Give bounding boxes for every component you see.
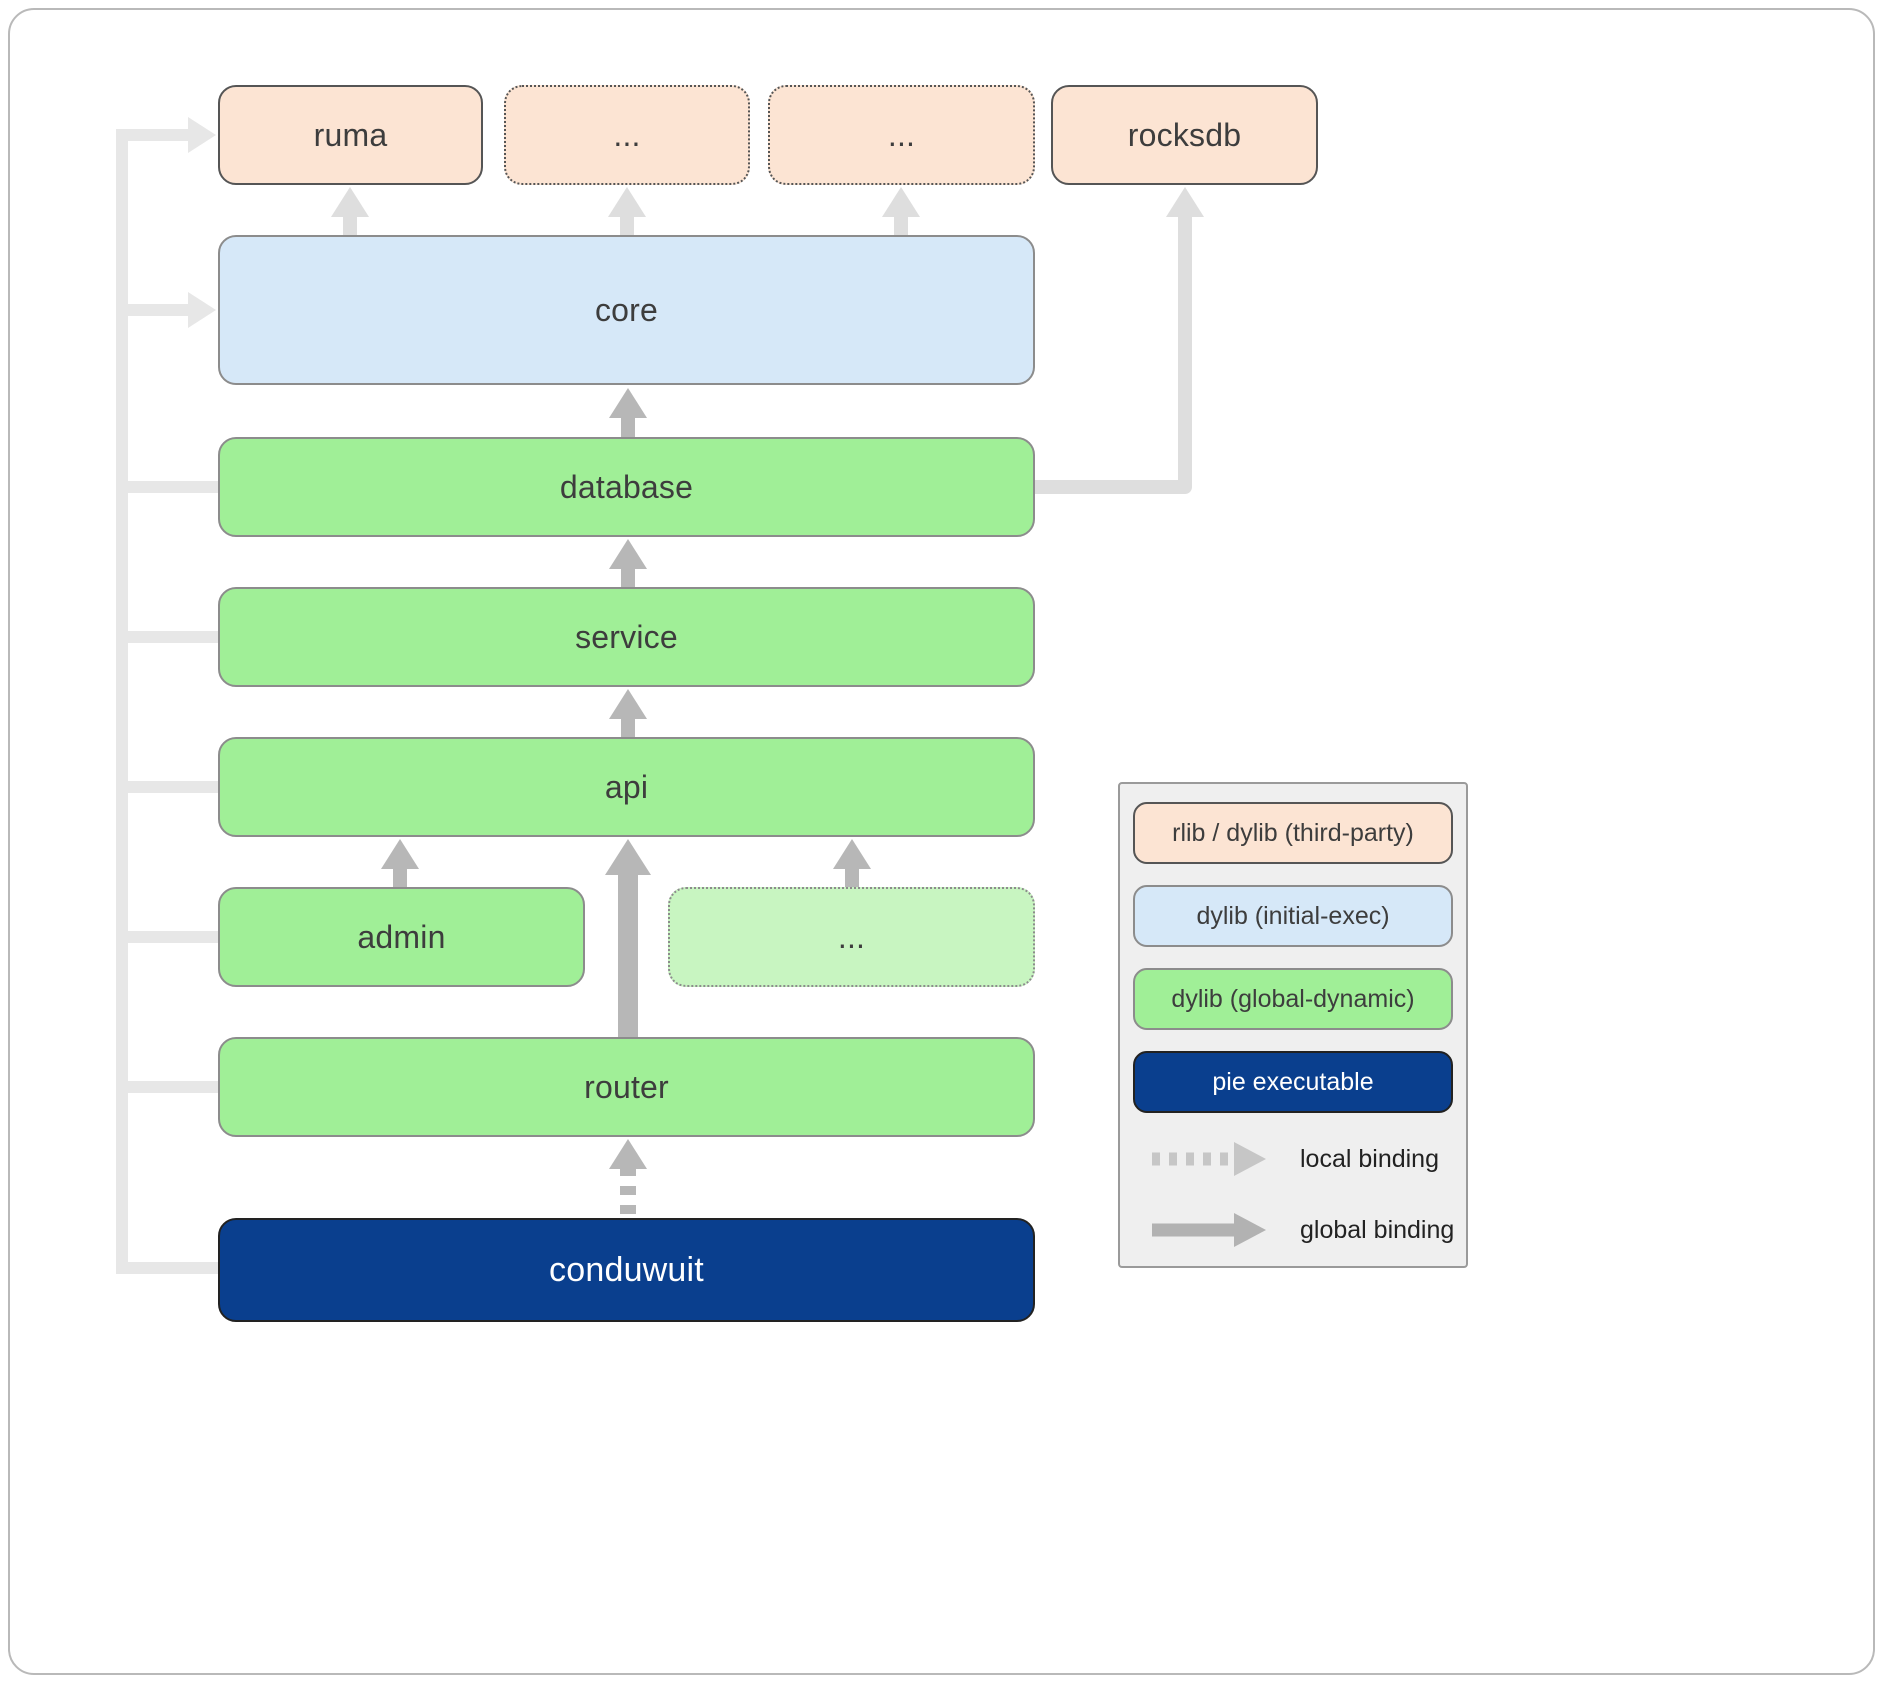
arrow-core-to-top-dots-1 (608, 187, 646, 237)
legend: rlib / dylib (third-party) dylib (initia… (1118, 782, 1468, 1268)
arrow-router-to-api (605, 839, 651, 1037)
arrow-database-to-rocksdb (1035, 187, 1204, 494)
node-mid-dots: ... (668, 887, 1035, 987)
node-service-label: service (575, 618, 678, 655)
local-binding-arrow-icon (1152, 1142, 1266, 1176)
node-admin-label: admin (357, 918, 446, 955)
legend-item-third-party: rlib / dylib (third-party) (1133, 802, 1453, 864)
legend-item-pie-executable-label: pie executable (1212, 1067, 1374, 1096)
node-admin: admin (218, 887, 585, 987)
node-api: api (218, 737, 1035, 837)
node-rocksdb-label: rocksdb (1127, 116, 1242, 153)
node-database: database (218, 437, 1035, 537)
legend-item-initial-exec: dylib (initial-exec) (1133, 885, 1453, 947)
legend-item-third-party-label: rlib / dylib (third-party) (1172, 818, 1414, 847)
node-mid-dots-label: ... (837, 918, 866, 955)
legend-item-global-dynamic: dylib (global-dynamic) (1133, 968, 1453, 1030)
arrow-core-to-top-dots-2 (882, 187, 920, 237)
node-top-dots-1-label: ... (613, 116, 641, 153)
legend-global-binding-row: global binding (1120, 1205, 1466, 1255)
node-top-dots-1: ... (504, 85, 750, 185)
node-conduwuit: conduwuit (218, 1218, 1035, 1322)
node-rocksdb: rocksdb (1051, 85, 1318, 185)
legend-item-initial-exec-label: dylib (initial-exec) (1196, 901, 1390, 930)
legend-item-global-dynamic-label: dylib (global-dynamic) (1171, 984, 1415, 1013)
arrow-api-to-service (609, 689, 647, 737)
node-api-label: api (604, 768, 649, 805)
node-conduwuit-label: conduwuit (549, 1250, 704, 1289)
legend-local-binding-label: local binding (1300, 1144, 1439, 1173)
arrow-database-to-core (609, 388, 647, 437)
node-ruma-label: ruma (313, 116, 388, 153)
legend-global-binding-label: global binding (1300, 1215, 1455, 1244)
node-core: core (218, 235, 1035, 385)
node-router-label: router (584, 1068, 669, 1105)
node-top-dots-2: ... (768, 85, 1035, 185)
node-top-dots-2-label: ... (887, 116, 916, 153)
node-core-label: core (594, 291, 659, 328)
global-binding-arrow-icon (1152, 1213, 1266, 1247)
legend-item-pie-executable: pie executable (1133, 1051, 1453, 1113)
outer-frame (8, 8, 1875, 1675)
node-router: router (218, 1037, 1035, 1137)
node-service: service (218, 587, 1035, 687)
arrow-conduwuit-to-router-local (609, 1139, 647, 1214)
arrow-mid-dots-to-api (833, 839, 871, 887)
arrow-core-to-ruma (331, 187, 369, 237)
legend-local-binding-row: local binding (1120, 1134, 1466, 1184)
global-binding-bus (116, 117, 222, 1274)
arrow-admin-to-api (381, 839, 419, 887)
node-ruma: ruma (218, 85, 483, 185)
arrow-service-to-database (609, 539, 647, 587)
node-database-label: database (559, 468, 694, 505)
